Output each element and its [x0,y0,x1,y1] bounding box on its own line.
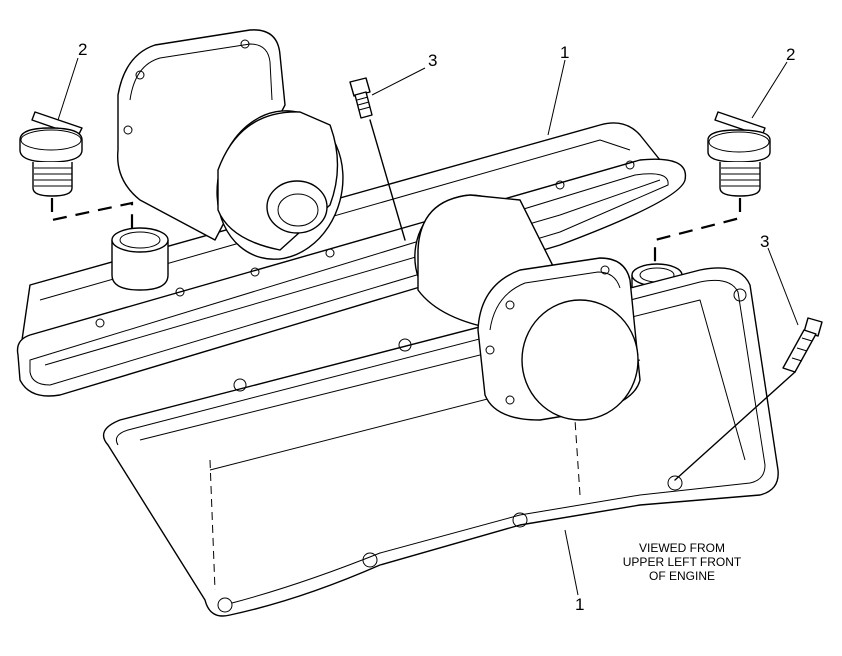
right-breather-housing [414,194,641,421]
leader-lines [57,57,799,596]
view-note-line-2: UPPER LEFT FRONT [623,555,742,569]
bolt-right [782,317,823,373]
gasket-bolt-holes [95,160,635,328]
left-breather-housing [116,29,344,260]
filler-cap-left [19,111,83,197]
lower-cover-bolt-bosses [217,288,747,613]
view-note-line-1: VIEWED FROM [639,541,725,555]
callout-1-bottom: 1 [575,595,584,614]
filler-cap-right [707,111,771,197]
callout-1-top: 1 [560,43,569,62]
callout-3-top: 3 [428,51,437,70]
filler-tube-left [111,227,169,291]
assembly-lines [50,119,796,481]
callout-3-right: 3 [760,232,769,251]
callout-2-right: 2 [786,45,795,64]
bolt-top [349,77,373,119]
view-note-line-3: OF ENGINE [649,569,715,583]
view-note: VIEWED FROM UPPER LEFT FRONT OF ENGINE [623,541,742,583]
callout-2-left: 2 [78,40,87,59]
